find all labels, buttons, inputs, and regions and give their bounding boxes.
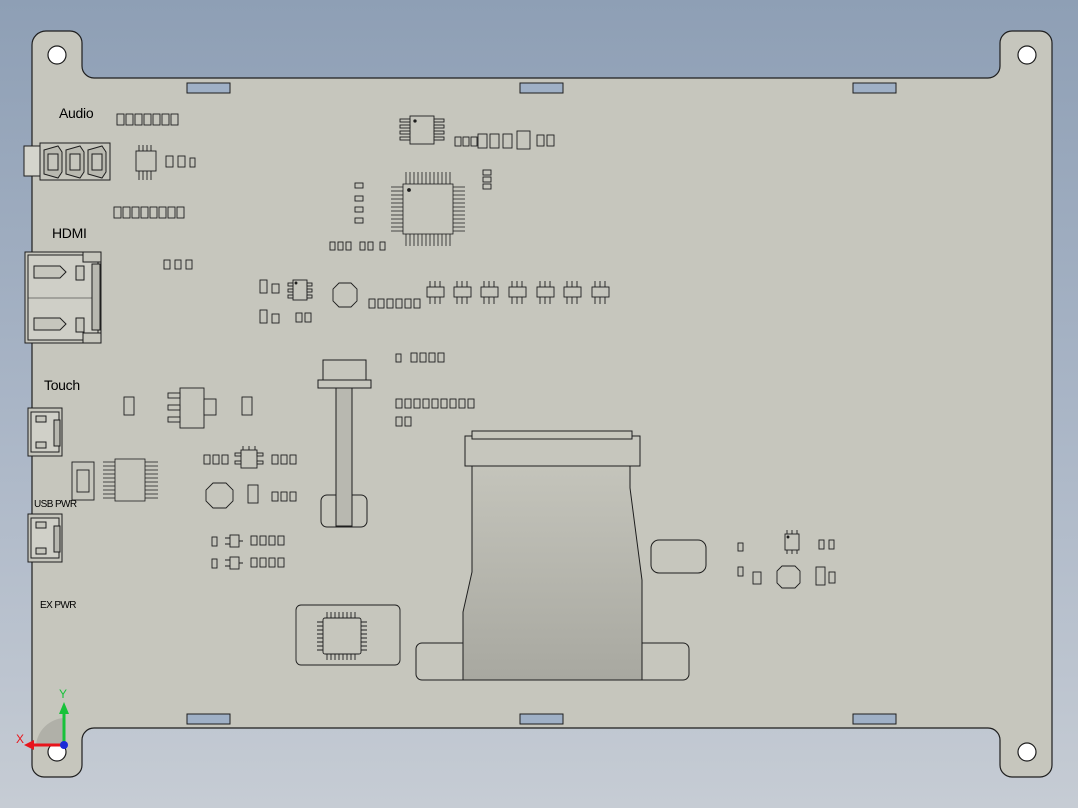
board-outline [31,30,1053,778]
inductor [332,282,358,308]
voltage-regulator [167,387,217,429]
oval-component [650,539,707,574]
coordinate-triad [24,702,69,750]
label-usb-pwr: USB PWR [34,499,77,510]
passive-components [113,113,836,586]
hdmi-connector [24,251,102,344]
fpc-connector [317,359,372,528]
label-hdmi: HDMI [52,225,87,241]
ribbon-cable [415,430,690,681]
main-qfp-ic [391,172,465,246]
axis-label-y: Y [59,687,68,701]
inductor-2 [205,482,234,509]
transistors [225,534,243,570]
audio-jack [23,142,111,181]
small-ic-mid [287,279,313,301]
usb-pwr-connector [27,513,63,563]
right-ic [776,530,801,589]
label-ex-pwr: EX PWR [40,600,76,611]
tssop-ic [103,458,158,502]
label-touch: Touch [44,377,80,393]
audio-ic [135,145,157,180]
usb-touch-connector [27,407,63,457]
small-ic-touch [234,446,264,469]
edge-tabs [186,82,897,725]
qfn-ic [295,604,401,666]
axis-label-x: X [16,732,25,746]
push-button [71,461,95,501]
small-ic-top [399,115,445,145]
label-audio: Audio [59,105,94,121]
sot-row [426,281,610,304]
